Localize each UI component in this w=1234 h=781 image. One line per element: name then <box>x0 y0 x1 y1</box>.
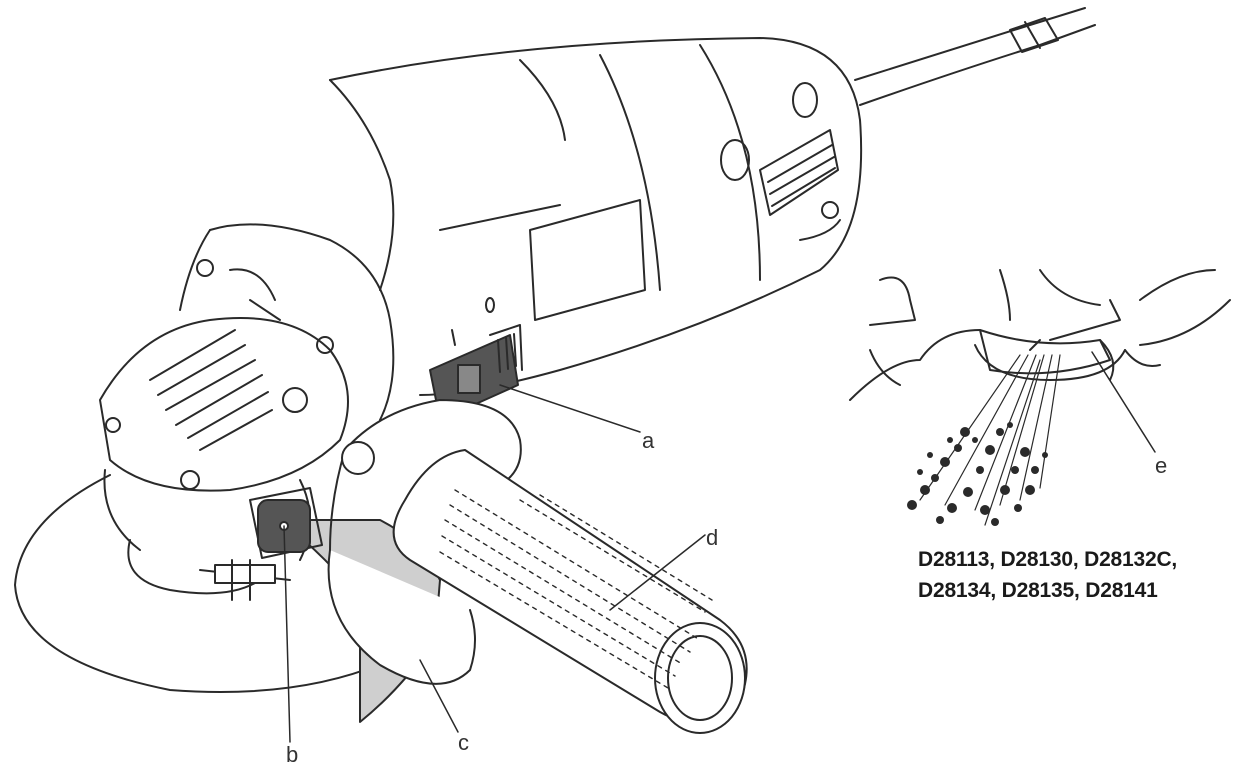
inset-detail <box>849 269 1231 526</box>
spark-particles <box>907 422 1048 526</box>
model-numbers: D28113, D28130, D28132C, D28134, D28135,… <box>918 544 1177 606</box>
callout-d: d <box>706 525 719 550</box>
callout-a: a <box>642 428 655 453</box>
power-cord <box>854 7 1096 106</box>
gear-head <box>99 223 395 561</box>
callout-b: b <box>286 742 299 767</box>
grip-texture <box>439 489 713 689</box>
motor-housing <box>329 37 863 396</box>
model-numbers-line-2: D28134, D28135, D28141 <box>918 579 1158 602</box>
leader-lines <box>283 384 706 743</box>
side-handle <box>327 399 748 734</box>
model-numbers-line-1: D28113, D28130, D28132C, <box>918 548 1178 571</box>
callout-c: c <box>458 730 469 755</box>
callout-e: e <box>1155 453 1168 478</box>
